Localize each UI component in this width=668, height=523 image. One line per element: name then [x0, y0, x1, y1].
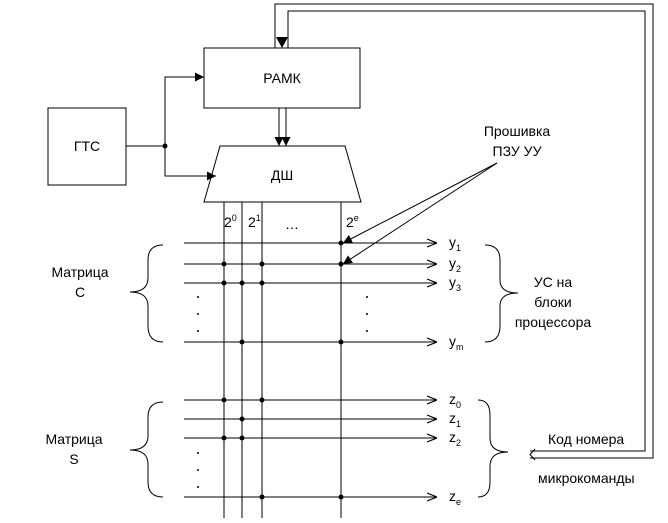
matrix-s-brace: [129, 401, 164, 498]
firmware-line1: Прошивка: [484, 123, 551, 139]
z-output-1: z1: [449, 410, 461, 429]
svg-text:микрокоманды: микрокоманды: [538, 470, 635, 486]
matrix-s-label: Матрица S: [45, 431, 102, 467]
power-2-1: 21: [248, 213, 261, 230]
svg-text:C: C: [75, 284, 85, 300]
microinstruction-code-label: Код номера микрокоманды: [538, 431, 635, 486]
ramk-label: РАМК: [263, 70, 301, 86]
y-output-labels: y1 y2 y3 ym: [449, 234, 464, 352]
matrix-s-lines: [184, 400, 437, 497]
firmware-annotation: Прошивка ПЗУ УУ: [342, 123, 551, 265]
z-output-2: z2: [449, 429, 461, 448]
ramk-to-decoder-bus: [274, 108, 291, 146]
gts-label: ГТС: [74, 138, 100, 154]
y-outputs-brace: [484, 244, 519, 343]
matrix-c-brace: [129, 244, 164, 343]
firmware-line2: ПЗУ УУ: [493, 143, 542, 159]
power-2-e: 2e: [346, 213, 359, 230]
ramk-block: РАМК: [203, 47, 361, 109]
svg-text:блоки: блоки: [534, 294, 571, 310]
matrix-connection-dots: [221, 240, 344, 500]
clock-connections: [126, 72, 216, 181]
continuation-dots: [197, 296, 368, 488]
y-output-1: y1: [449, 234, 461, 253]
z-output-0: z0: [449, 391, 461, 410]
control-signals-label: УС на блоки процессора: [515, 274, 592, 330]
gts-block: ГТС: [47, 107, 127, 186]
power-ellipsis: …: [285, 216, 299, 232]
matrix-c-lines: [184, 243, 437, 342]
y-output-3: y3: [449, 274, 461, 293]
svg-text:Матрица: Матрица: [51, 264, 108, 280]
decoder-output-lines: [223, 202, 342, 518]
power-2-0: 20: [224, 213, 237, 230]
z-output-labels: z0 z1 z2 ze: [449, 391, 461, 507]
decoder-power-labels: 20 21 … 2e: [224, 213, 359, 232]
svg-text:Код номера: Код номера: [548, 431, 624, 447]
decoder-label: ДШ: [271, 167, 293, 183]
svg-text:S: S: [69, 451, 78, 467]
feedback-bus: [274, 3, 654, 461]
matrix-c-label: Матрица C: [51, 264, 108, 300]
svg-text:Матрица: Матрица: [45, 431, 102, 447]
y-output-2: y2: [449, 255, 461, 274]
decoder-block: ДШ: [203, 145, 362, 203]
svg-text:процессора: процессора: [515, 314, 592, 330]
z-output-e: ze: [449, 488, 461, 507]
z-outputs-brace: [477, 399, 509, 498]
svg-text:УС на: УС на: [534, 274, 573, 290]
y-output-m: ym: [449, 333, 464, 352]
